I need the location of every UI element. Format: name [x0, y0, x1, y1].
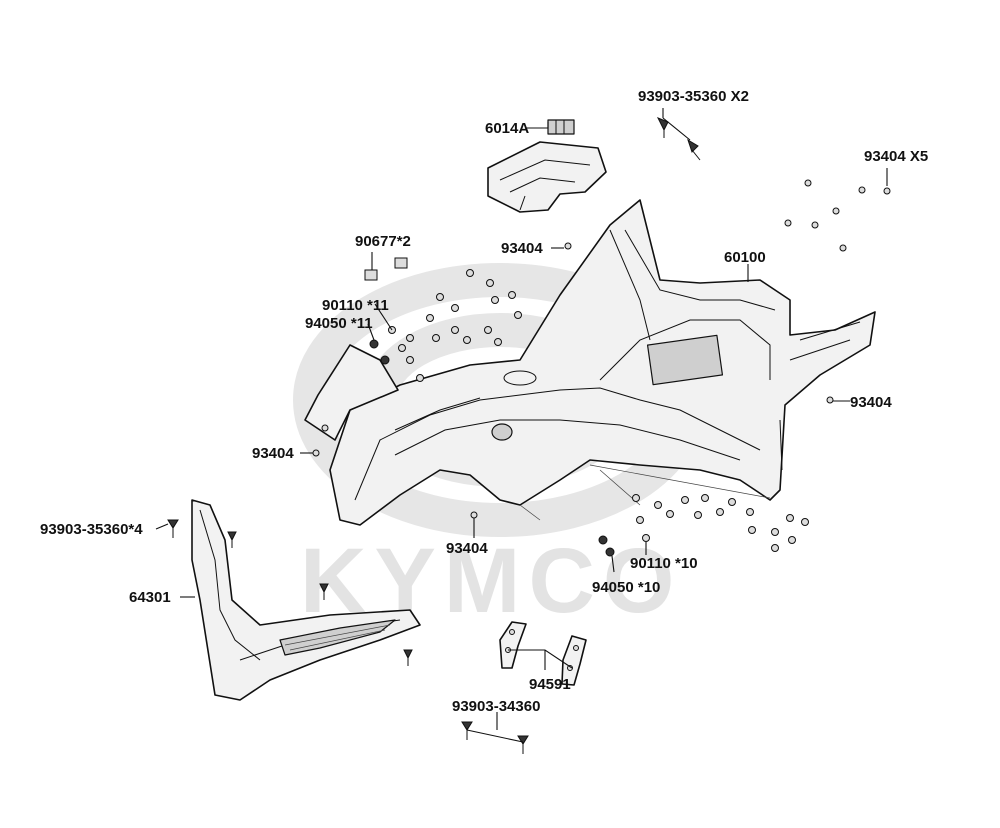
- part-60100-body[interactable]: [304, 199, 876, 526]
- part-64301-bumper[interactable]: [191, 499, 421, 701]
- part-94591-brackets[interactable]: [499, 621, 587, 686]
- label-93404-left: 93404: [252, 445, 294, 462]
- label-64301: 64301: [129, 589, 171, 606]
- screws-upper-right[interactable]: [784, 179, 866, 404]
- label-93404-right: 93404: [850, 394, 892, 411]
- label-60100: 60100: [724, 249, 766, 266]
- part-90677-clips[interactable]: [364, 257, 408, 281]
- label-93404-bottom: 93404: [446, 540, 488, 557]
- label-93903-35360-x4: 93903-35360*4: [40, 521, 143, 538]
- label-94050-11: 94050 *11: [305, 315, 373, 332]
- screws-upper-left[interactable]: [369, 242, 572, 382]
- label-6014a: 6014A: [485, 120, 529, 137]
- leader-lines: [155, 108, 888, 743]
- screws-misc[interactable]: [167, 117, 891, 754]
- label-93404-top: 93404: [501, 240, 543, 257]
- label-93903-35360-x2: 93903-35360 X2: [638, 88, 749, 105]
- label-93404-x5: 93404 X5: [864, 148, 928, 165]
- label-93903-34360: 93903-34360: [452, 698, 540, 715]
- label-90110-11: 90110 *11: [322, 297, 389, 314]
- label-90677: 90677*2: [355, 233, 411, 250]
- label-94050-10: 94050 *10: [592, 579, 660, 596]
- label-94591: 94591: [529, 676, 571, 693]
- label-90110-10: 90110 *10: [630, 555, 698, 572]
- screws-lower-right[interactable]: [470, 494, 809, 557]
- callout-labels: 6014A 93903-35360 X2 93404 X5 90677*2 93…: [40, 88, 928, 715]
- part-6014a-bracket[interactable]: [487, 119, 607, 213]
